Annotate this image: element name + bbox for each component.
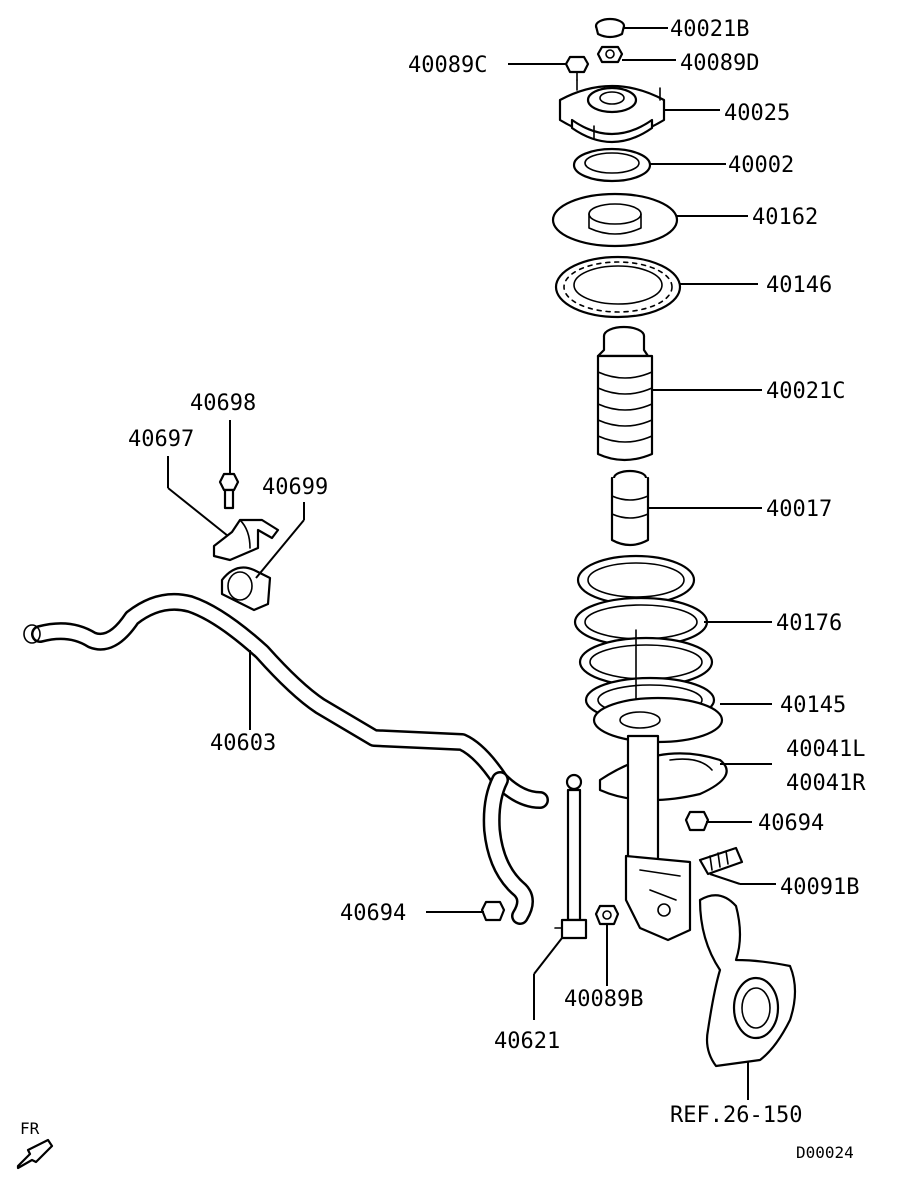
- callout-40089b: 40089B: [564, 987, 643, 1012]
- dust-cap-40021b: [594, 17, 626, 39]
- spring-pad-40146: [554, 255, 682, 319]
- callout-40041l: 40041L: [786, 737, 865, 762]
- callout-40021b: 40021B: [670, 17, 749, 42]
- nut-40089c: [564, 55, 590, 81]
- callout-40002: 40002: [728, 153, 794, 178]
- ref-label: REF.26-150: [670, 1103, 802, 1128]
- drawing-id: D00024: [796, 1143, 854, 1162]
- callout-40091b: 40091B: [780, 875, 859, 900]
- nut-40089b: [594, 904, 620, 926]
- strut-mount-40025: [558, 79, 666, 144]
- bushing-40699: [220, 566, 272, 612]
- nut-40089d: [596, 45, 624, 64]
- callout-40162: 40162: [752, 205, 818, 230]
- strut-assembly-40041: [598, 734, 728, 942]
- callout-40017: 40017: [766, 497, 832, 522]
- dust-boot-40021c: [596, 325, 654, 462]
- bolt-40091b: [698, 846, 744, 876]
- steering-knuckle: [698, 894, 797, 1068]
- nut-40694-right: [684, 810, 710, 832]
- leader-lines: [167, 27, 776, 1100]
- nut-40694-left: [480, 900, 506, 922]
- callout-40145: 40145: [780, 693, 846, 718]
- callout-40176: 40176: [776, 611, 842, 636]
- bump-stopper-40017: [610, 469, 650, 547]
- callout-40694-right: 40694: [758, 811, 824, 836]
- coil-spring-40176: [573, 554, 716, 724]
- callout-40621: 40621: [494, 1029, 560, 1054]
- fr-label: FR: [20, 1119, 40, 1138]
- upper-spring-seat-40162: [551, 192, 679, 248]
- bolt-40698: [218, 472, 240, 510]
- callout-40089d: 40089D: [680, 51, 759, 76]
- stabilizer-bar-40603: [23, 592, 549, 925]
- callout-40025: 40025: [724, 101, 790, 126]
- callout-40697: 40697: [128, 427, 194, 452]
- callout-40603: 40603: [210, 731, 276, 756]
- callout-40146: 40146: [766, 273, 832, 298]
- callout-40698: 40698: [190, 391, 256, 416]
- front-direction-arrow-icon: [16, 1138, 54, 1170]
- insulator-40002: [572, 147, 652, 183]
- callout-40021c: 40021C: [766, 379, 845, 404]
- callout-40041r: 40041R: [786, 771, 866, 796]
- callout-40089c: 40089C: [408, 53, 487, 78]
- bracket-40697: [212, 518, 280, 562]
- callout-40694-left: 40694: [340, 901, 406, 926]
- stabilizer-link-40621: [554, 773, 588, 940]
- callout-40699: 40699: [262, 475, 328, 500]
